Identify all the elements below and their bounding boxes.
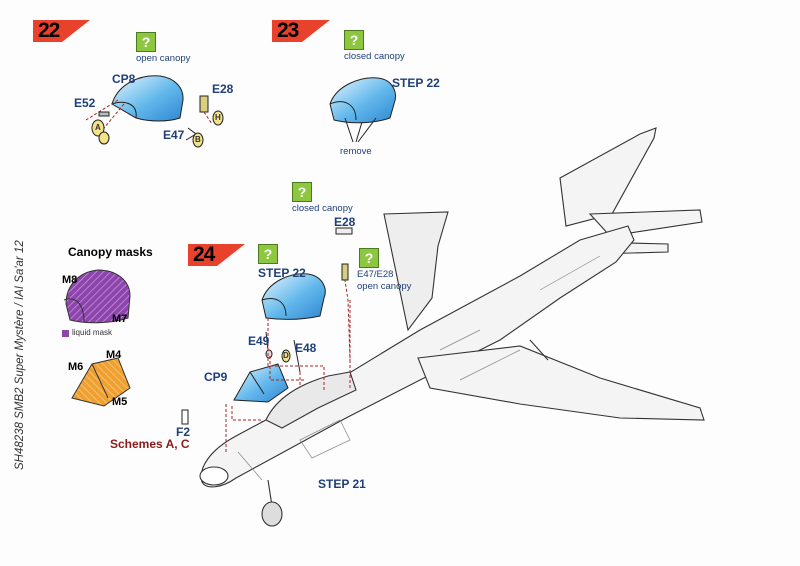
label-step22-ref-23: STEP 22 bbox=[392, 76, 440, 90]
label-e28-22: E28 bbox=[212, 82, 234, 96]
label-remove: remove bbox=[340, 146, 372, 157]
kit-sidebar-text: SH48238 SMB2 Super Mystère / IAI Sa'ar 1… bbox=[14, 240, 26, 470]
label-open-canopy-22: open canopy bbox=[136, 53, 191, 64]
step-23-drawing bbox=[329, 77, 396, 143]
mask-label-m4: M4 bbox=[106, 349, 122, 361]
canopy-masks-title: Canopy masks bbox=[68, 245, 153, 259]
question-mark-icon: ? bbox=[359, 248, 379, 268]
aircraft-drawing bbox=[199, 127, 705, 527]
fuselage bbox=[200, 225, 635, 488]
label-e52: E52 bbox=[74, 96, 96, 110]
cockpit bbox=[265, 371, 357, 429]
mask-label-m6: M6 bbox=[68, 361, 84, 373]
canopy-closed-23 bbox=[329, 77, 396, 124]
canopy-cp8-open bbox=[111, 75, 184, 122]
label-step22-ref-24: STEP 22 bbox=[258, 266, 306, 280]
label-e28-24: E28 bbox=[334, 215, 356, 229]
step-22-drawing bbox=[85, 75, 224, 148]
mask-label-m7: M7 bbox=[112, 313, 128, 325]
label-closed-canopy-24: closed canopy bbox=[292, 203, 353, 214]
step-number-24: 24 bbox=[193, 243, 215, 266]
letter-a: A bbox=[95, 123, 101, 132]
step-24-parts bbox=[181, 227, 353, 436]
main-wing bbox=[417, 345, 705, 421]
question-mark-icon: ? bbox=[292, 182, 312, 202]
part-e28-24 bbox=[335, 227, 353, 235]
label-cp9: CP9 bbox=[204, 370, 228, 384]
label-f2: F2 bbox=[176, 425, 191, 439]
step-number-22: 22 bbox=[38, 19, 60, 42]
liquid-mask-swatch bbox=[62, 330, 69, 337]
nose-wheel bbox=[261, 501, 283, 527]
letter-b: B bbox=[195, 135, 201, 144]
letter-d: D bbox=[283, 351, 289, 360]
vertical-fin bbox=[559, 127, 657, 227]
canopy-closed-24 bbox=[261, 273, 326, 320]
label-e48: E48 bbox=[295, 341, 317, 355]
mask-label-m8: M8 bbox=[62, 274, 78, 286]
question-mark-icon: ? bbox=[344, 30, 364, 50]
step-flag-22 bbox=[33, 20, 90, 42]
question-mark-icon: ? bbox=[136, 32, 156, 52]
label-e47-e28: E47/E28 bbox=[357, 269, 394, 280]
mask-label-m5: M5 bbox=[112, 396, 128, 408]
label-e49: E49 bbox=[248, 334, 270, 348]
nose-intake bbox=[199, 466, 229, 486]
liquid-mask-label: liquid mask bbox=[72, 328, 113, 337]
label-step21: STEP 21 bbox=[318, 477, 366, 491]
label-schemes: Schemes A, C bbox=[110, 437, 190, 451]
letter-h: H bbox=[215, 113, 221, 122]
label-open-canopy-24: open canopy bbox=[357, 281, 412, 292]
label-cp8: CP8 bbox=[112, 72, 136, 86]
windscreen-cp9 bbox=[233, 363, 289, 403]
step-number-23: 23 bbox=[277, 19, 299, 42]
step-flag-23 bbox=[272, 20, 330, 42]
label-e47-22: E47 bbox=[163, 128, 185, 142]
mask-drawings bbox=[63, 269, 131, 407]
label-closed-canopy-23: closed canopy bbox=[344, 51, 405, 62]
step-flag-24 bbox=[188, 244, 245, 266]
question-mark-icon: ? bbox=[258, 244, 278, 264]
far-wing bbox=[383, 211, 449, 332]
